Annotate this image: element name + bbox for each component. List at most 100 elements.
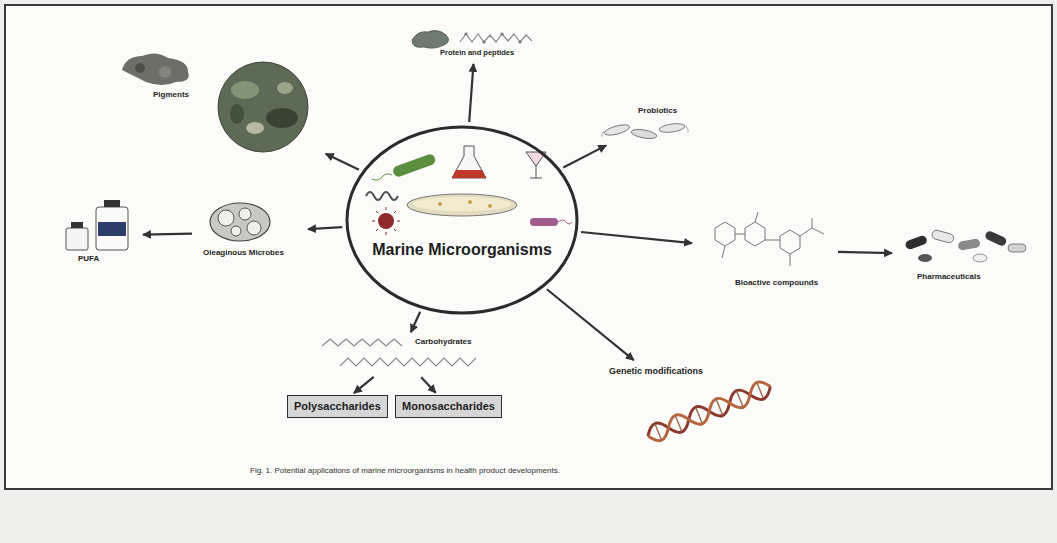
petri-agar	[413, 197, 511, 211]
pigment-patch	[230, 104, 244, 124]
rod-bacterium	[392, 153, 437, 178]
ring	[745, 222, 765, 246]
product-item: Pharmaceuticals	[895, 222, 1035, 287]
node-label: Bioactive compounds	[735, 278, 818, 287]
tablet	[918, 254, 932, 262]
node-label: Oleaginous Microbes	[203, 248, 284, 257]
application-item: Protein and peptides	[405, 25, 545, 61]
center-circle: Marine Microorganisms	[345, 125, 579, 315]
node-label: Probiotics	[638, 106, 677, 115]
pigment-plate	[218, 62, 308, 152]
sugar-chain	[322, 339, 402, 346]
coccus-spike	[372, 207, 400, 235]
node-label: Genetic modifications	[609, 366, 703, 376]
probiotic-rod	[631, 128, 658, 140]
figure-caption: Fig. 1. Potential applications of marine…	[250, 466, 560, 475]
arrow-connector	[547, 289, 634, 360]
product-item: PUFA	[58, 198, 140, 273]
lipid-droplet	[247, 221, 261, 235]
sugar-chain	[340, 358, 476, 366]
flagellum	[372, 174, 392, 180]
oleaginous-cell	[210, 203, 270, 241]
protein-blob	[412, 31, 449, 49]
application-item: Carbohydrates	[318, 335, 483, 375]
arrow-connector	[838, 252, 892, 253]
ring	[715, 222, 735, 246]
molecule-structure	[715, 212, 824, 266]
circle-border	[347, 127, 577, 313]
node-label: Protein and peptides	[440, 49, 514, 58]
flask	[452, 146, 486, 178]
peptide-atom	[482, 40, 485, 43]
flask-liquid	[452, 170, 486, 178]
dna-strand	[645, 378, 774, 444]
bottle-cap	[104, 200, 120, 207]
arrow-connector	[354, 377, 374, 393]
application-item: Genetic modifications	[605, 362, 775, 450]
spiral-bacterium	[366, 192, 398, 200]
coccus	[378, 213, 394, 229]
application-item: Oleaginous Microbes	[195, 200, 305, 265]
node-label: Pigments	[153, 90, 189, 99]
node-label: PUFA	[78, 254, 99, 263]
pigment-patch	[231, 81, 259, 99]
ring	[780, 230, 800, 254]
peptide-chain	[460, 34, 532, 42]
flagellum	[558, 220, 572, 224]
arrow-connector	[308, 227, 342, 229]
dna-rung	[655, 383, 763, 439]
pigment-patch	[266, 108, 298, 128]
pill	[984, 230, 1008, 247]
rod-bacterium	[530, 218, 558, 226]
dna-helix	[645, 378, 774, 444]
colony	[468, 200, 472, 204]
pigment-spot	[159, 66, 171, 78]
arrow-connector	[411, 312, 420, 332]
pill	[931, 229, 955, 243]
sugar-box: Polysaccharides	[287, 395, 388, 418]
application-item: Bioactive compounds	[695, 208, 835, 293]
probiotic-rod	[659, 122, 686, 134]
pill	[957, 238, 980, 251]
lipid-droplet	[239, 208, 251, 220]
circle-outline	[345, 125, 579, 315]
peptide-atom	[464, 32, 467, 35]
pigment-patch	[277, 82, 293, 94]
arrow-connector	[581, 232, 692, 243]
petri-dish	[407, 194, 517, 216]
pigment-spot	[135, 63, 145, 73]
flagellum	[602, 126, 689, 137]
bottle-label	[98, 222, 126, 236]
pill	[1008, 244, 1026, 252]
bottle	[96, 207, 128, 250]
pill	[904, 234, 928, 250]
lipid-droplet	[218, 210, 234, 226]
sugar-box: Monosaccharides	[395, 395, 502, 418]
application-item: Pigments	[118, 50, 323, 155]
arrow-connector	[326, 154, 359, 170]
pigment-powder	[122, 53, 189, 85]
arrow-connector	[421, 377, 436, 393]
application-item: Probiotics	[600, 104, 695, 144]
node-label: Marine Microorganisms	[372, 241, 552, 259]
tablet	[973, 254, 987, 262]
peptide-atom	[500, 32, 503, 35]
peptide-atom	[518, 40, 521, 43]
lipid-droplet	[231, 226, 241, 236]
colony	[438, 202, 442, 206]
node-label: Carbohydrates	[415, 337, 471, 346]
arrow-connector	[563, 145, 606, 167]
node-label: Pharmaceuticals	[917, 272, 981, 281]
colony	[488, 204, 492, 208]
arrow-connector	[143, 233, 192, 236]
dna-strand	[645, 378, 774, 444]
arrow-connector	[469, 64, 473, 122]
node-label: Monosaccharides	[402, 400, 495, 413]
probiotic-rod	[603, 123, 630, 137]
node-label: Polysaccharides	[294, 400, 381, 413]
bottle	[66, 228, 88, 250]
bond	[722, 212, 824, 266]
